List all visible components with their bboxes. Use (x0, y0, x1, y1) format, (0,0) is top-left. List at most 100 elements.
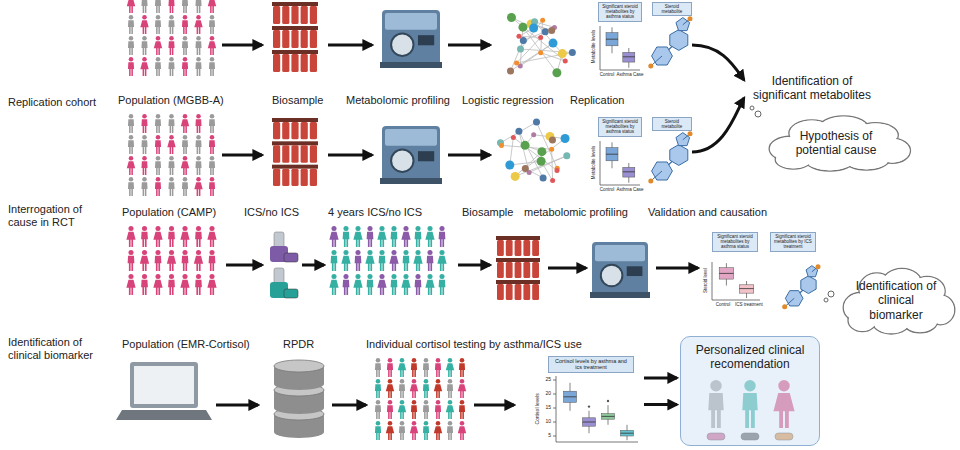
person-leg (368, 287, 370, 295)
person-leg (212, 26, 214, 34)
person-figure (168, 114, 174, 133)
person-head (209, 274, 214, 279)
step-label: metabolomic profiling (524, 206, 644, 219)
person-leg (430, 263, 432, 271)
person-leg (185, 146, 187, 154)
person-leg (142, 287, 144, 295)
outlier (607, 400, 609, 402)
tube (532, 284, 539, 300)
person-body (343, 280, 350, 288)
person-head (448, 358, 453, 363)
person-body (141, 280, 148, 288)
person-leg (185, 47, 187, 55)
tick-label: 5 (538, 433, 551, 439)
person-head (388, 358, 393, 363)
person-head (427, 226, 432, 231)
person-leg (156, 146, 158, 154)
person-figure (425, 226, 434, 247)
person-leg (199, 26, 201, 34)
person-head (169, 57, 174, 62)
box (564, 391, 577, 402)
flow-arrow (458, 264, 490, 267)
person-body (126, 280, 135, 288)
person-head (210, 57, 215, 62)
person-body (180, 280, 189, 288)
median (623, 56, 635, 57)
person-head (156, 156, 161, 161)
chart-title: Steroid metabolite (652, 117, 692, 131)
person-body (195, 140, 201, 147)
person-leg (436, 369, 438, 377)
box (739, 285, 753, 293)
person-leg (156, 287, 158, 295)
person-leg (183, 287, 185, 295)
person-leg (346, 239, 348, 247)
person-figure (182, 135, 188, 154)
person-body (375, 426, 381, 433)
person-head (403, 226, 408, 231)
person-leg (358, 263, 360, 271)
person-figure (182, 36, 188, 55)
person-head (209, 226, 214, 231)
person-head (415, 274, 420, 279)
tick-label: 10 (538, 419, 551, 425)
person-head (196, 36, 201, 41)
person-figure (399, 421, 405, 440)
person-body (423, 363, 429, 370)
person-leg (400, 390, 402, 398)
person-body (182, 0, 188, 6)
person-head (142, 250, 147, 255)
person-head (412, 358, 417, 363)
chart-title: Significant steroid metabolites by asthm… (712, 232, 758, 252)
network-dot (505, 160, 514, 169)
person-figure (141, 177, 147, 196)
person-leg (145, 287, 147, 295)
person-figure (458, 421, 466, 440)
box (606, 148, 618, 161)
person-figure (208, 36, 216, 55)
person-leg (460, 369, 462, 377)
person-figure (195, 274, 202, 295)
axis-label: Asthma Case (616, 72, 644, 77)
person-head (427, 250, 432, 255)
axis-title: Cortisol levels (535, 389, 541, 429)
person-leg (462, 432, 464, 440)
person-head (412, 379, 417, 384)
tube (523, 284, 530, 300)
person-head (182, 226, 187, 231)
person-leg (199, 287, 201, 295)
person-body (208, 41, 216, 48)
population-crowd (126, 226, 216, 295)
person-leg (199, 146, 201, 154)
person-figure (367, 226, 374, 247)
person-body (391, 232, 398, 240)
person-body (141, 0, 147, 6)
network-dot (550, 178, 555, 183)
tube (523, 262, 530, 278)
person-leg (131, 287, 133, 295)
person-leg (145, 68, 147, 76)
person-figure (375, 358, 381, 377)
network-dot (522, 165, 529, 172)
network-dot (538, 35, 543, 40)
person-head (196, 250, 201, 255)
person-leg (131, 68, 133, 76)
network-link (525, 139, 565, 169)
person-head (367, 274, 372, 279)
person-leg (131, 47, 133, 55)
person-leg (170, 68, 172, 76)
person-body (195, 41, 201, 48)
person-body (423, 384, 429, 391)
laptop (116, 362, 212, 420)
person-leg (210, 68, 212, 76)
tube (310, 169, 317, 186)
person-body (194, 182, 202, 189)
person-leg (390, 390, 392, 398)
person-leg (185, 188, 187, 196)
person-head (169, 15, 174, 20)
tube (506, 284, 513, 300)
tube (515, 240, 522, 256)
person-body (207, 232, 216, 240)
person-figure (155, 15, 161, 34)
person-body (403, 256, 410, 264)
